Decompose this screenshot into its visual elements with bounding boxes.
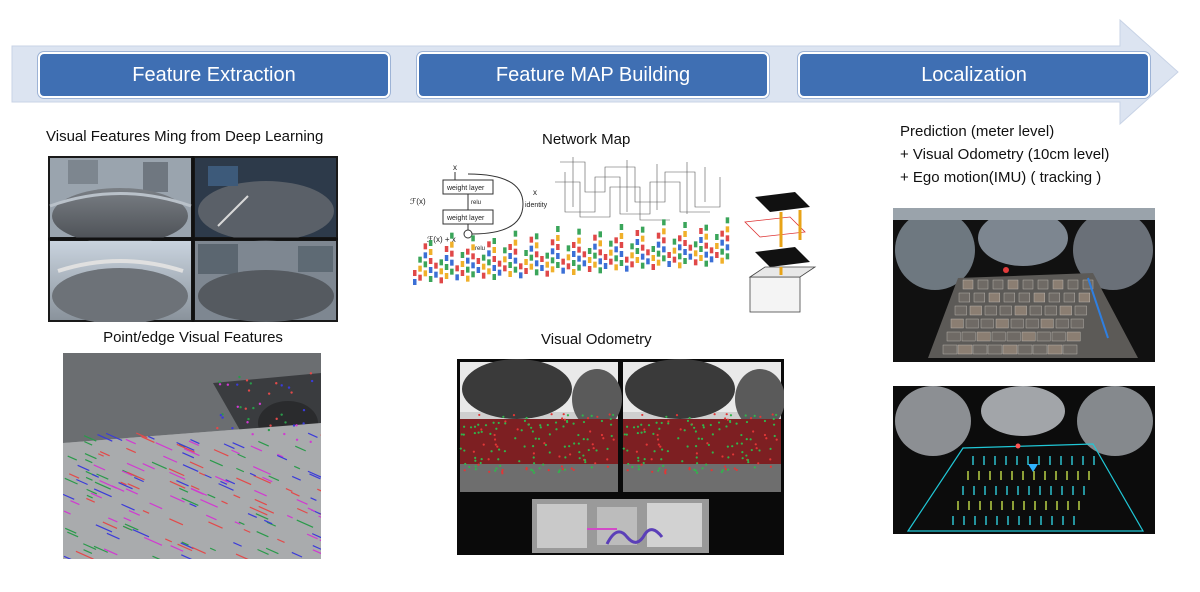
weight-layer-1-label: weight layer [446, 185, 485, 192]
fisheye-front [49, 158, 192, 244]
network-map-figure: x weight layer relu weight layer ℱ(x) ℱ(… [405, 152, 825, 320]
stage-label: Feature MAP Building [495, 63, 691, 86]
stage-label: Feature Extraction [132, 63, 296, 86]
residual-x-label: x [453, 163, 457, 172]
localization-line-ego-motion: + Ego motion(IMU) ( tracking ) [900, 169, 1102, 186]
region-proposal-diagram [744, 192, 817, 313]
residual-block: x weight layer relu weight layer ℱ(x) ℱ(… [410, 163, 548, 252]
localization-description: Prediction (meter level) + Visual Odomet… [900, 120, 1109, 189]
weight-layer-2-label: weight layer [446, 215, 485, 222]
network-wire-sketch [555, 157, 721, 221]
stage-feature-map-building: Feature MAP Building [417, 52, 769, 98]
fx-label: ℱ(x) [410, 197, 426, 206]
stage-label: Localization [921, 63, 1027, 86]
relu-1-label: relu [471, 200, 481, 206]
relu-2-label: relu [475, 246, 485, 252]
caption-visual-odometry: Visual Odometry [541, 331, 652, 348]
localization-line-visual-odometry: + Visual Odometry (10cm level) [900, 146, 1110, 163]
fisheye-camera-grid [48, 156, 338, 322]
caption-deep-learning-features: Visual Features Ming from Deep Learning [46, 128, 324, 145]
stage-feature-extraction: Feature Extraction [38, 52, 390, 98]
point-edge-feature-image [63, 353, 321, 559]
caption-point-edge-features: Point/edge Visual Features [103, 329, 283, 346]
identity-label: identity [525, 202, 548, 209]
visual-odometry-image [457, 359, 784, 555]
fx-plus-x-label: ℱ(x) + x [427, 235, 456, 244]
stage-localization: Localization [798, 52, 1150, 98]
fisheye-right [195, 158, 336, 241]
caption-network-map: Network Map [542, 131, 631, 148]
localization-map-vector [893, 386, 1155, 534]
identity-x-label: x [533, 188, 537, 197]
cnn-layer-strip [413, 217, 730, 285]
localization-line-prediction: Prediction (meter level) [900, 123, 1055, 140]
fisheye-rear [195, 241, 336, 322]
fisheye-left [50, 241, 191, 322]
localization-map-aerial [893, 208, 1155, 362]
